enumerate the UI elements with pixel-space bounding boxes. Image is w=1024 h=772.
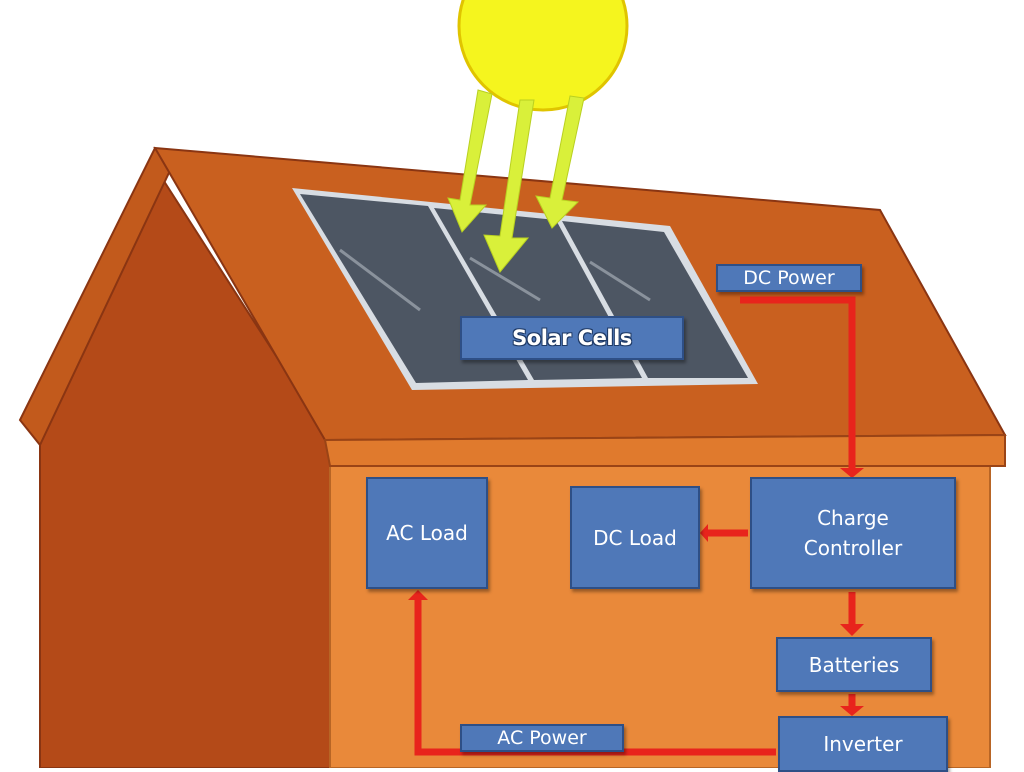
dc-load-text: DC Load — [593, 525, 677, 550]
wire-panel-to-controller — [740, 296, 856, 470]
ac-power-label: AC Power — [460, 724, 624, 752]
ac-load-text: AC Load — [386, 521, 468, 545]
batteries-box: Batteries — [776, 637, 932, 692]
wire-inverter-to-acload — [414, 596, 776, 756]
charge-controller-text: Charge Controller — [803, 506, 903, 560]
charge-controller-box: Charge Controller — [750, 477, 956, 589]
ac-load-box: AC Load — [366, 477, 488, 589]
dc-power-text: DC Power — [743, 267, 835, 289]
inverter-text: Inverter — [823, 732, 903, 756]
sun-icon — [447, 0, 629, 273]
solar-cells-label: Solar Cells — [460, 316, 684, 360]
solar-cells-text: Solar Cells — [512, 326, 632, 350]
batteries-text: Batteries — [808, 652, 900, 677]
wiring — [414, 296, 856, 756]
inverter-box: Inverter — [778, 716, 948, 772]
dc-load-box: DC Load — [570, 486, 700, 589]
roof-fascia — [323, 433, 1006, 467]
ac-power-text: AC Power — [497, 727, 587, 749]
wire-arrowheads — [408, 468, 864, 716]
dc-power-label: DC Power — [716, 264, 862, 292]
